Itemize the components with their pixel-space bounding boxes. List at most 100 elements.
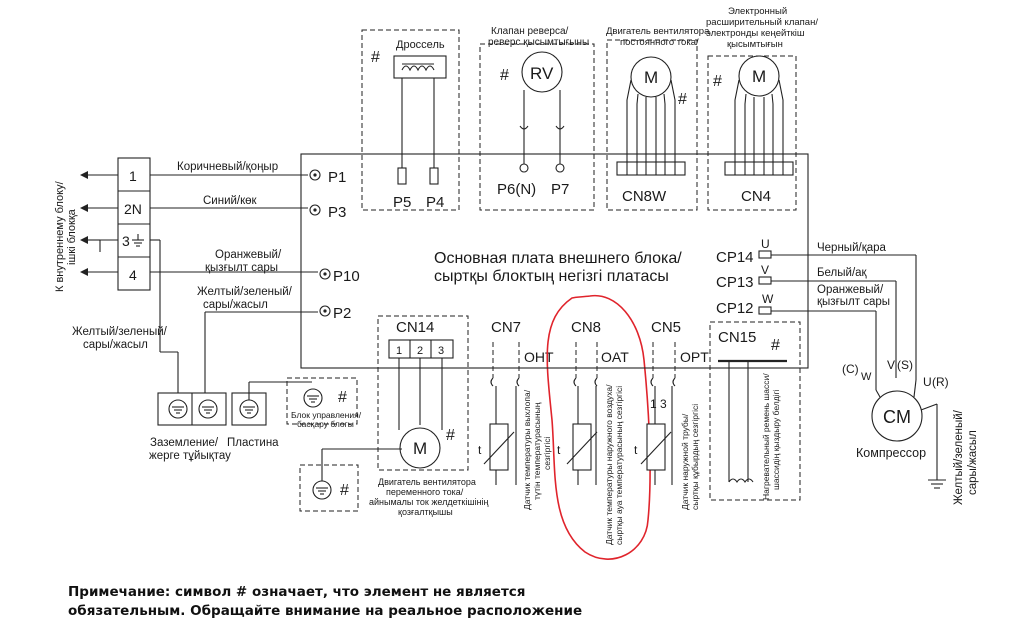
cn15-heater-line1: Нагревательный ремень шасси/ [761, 373, 771, 500]
port-p5: P5 [393, 194, 411, 211]
wire-brown-label: Коричневый/қоңыр [177, 161, 278, 173]
rv-symbol: RV [530, 64, 554, 83]
wire-blue-label: Синий/көк [203, 195, 258, 207]
svg-text:W: W [762, 292, 774, 306]
port-p1: P1 [309, 169, 346, 186]
terminal-3-ground-icon [132, 234, 144, 247]
port-p3: P3 [309, 204, 346, 221]
ac-fan-symbol: M [413, 439, 427, 458]
ground-label-line2: жерге тұйықтау [149, 450, 231, 462]
cn5-thermistor-icon [640, 377, 676, 485]
comp-ground-line2: сары/жасыл [967, 430, 979, 495]
lower-ground-box [299, 464, 359, 512]
comp-w: W [861, 371, 872, 383]
dc-fan-box [606, 39, 698, 211]
ac-fan-motor-icon [398, 358, 443, 469]
wire-yg-left-line1: Желтый/зеленый/ [72, 326, 168, 338]
cn5-tag: OPT [680, 349, 709, 365]
cn4-label: CN4 [741, 188, 771, 205]
cp13-wire: Белый/ақ [817, 267, 868, 279]
comp-v: V [887, 358, 895, 372]
plate-label: Пластина [227, 437, 279, 449]
cn15-heater-icon [718, 359, 787, 483]
control-block-box [286, 377, 358, 425]
compressor-label: Компрессор [856, 446, 926, 460]
ac-fan-box [377, 315, 469, 471]
cn7-label: CN7 [491, 319, 521, 336]
hash-lower-ground: # [340, 482, 349, 499]
port-p2: P2 [319, 305, 351, 322]
cn8-tag: OAT [601, 349, 629, 365]
terminal-2n: 2N [124, 201, 142, 217]
port-p7: P7 [551, 181, 569, 198]
cn7-sensor-line1: Датчик температуры выхлопа/ [522, 389, 532, 510]
plate-ground-icon [239, 399, 259, 419]
cp13: CP13 V [716, 263, 772, 291]
cn5-pins: 1 3 [650, 397, 667, 411]
dc-fan-line1: Двигатель вентилятора [606, 26, 710, 37]
ground-label-line1: Заземление/ [150, 437, 219, 449]
svg-text:U: U [761, 237, 770, 251]
cn14-pin-1: 1 [396, 345, 402, 357]
indoor-label-line1: К внутреннему блоку/ [54, 180, 66, 292]
note-line2: обязательным. Обращайте внимание на реал… [68, 603, 583, 619]
lower-ground-icon [312, 480, 332, 500]
cn15-label: CN15 [718, 329, 756, 346]
port-p6: P6(N) [497, 181, 536, 198]
dc-fan-motor-icon [616, 56, 686, 176]
compressor-icon [871, 379, 946, 489]
cn14-label: CN14 [396, 319, 434, 336]
throttle-coil-icon [393, 55, 447, 185]
svg-text:CP13: CP13 [716, 274, 754, 291]
eev-line4: қысымтығын [727, 39, 783, 50]
terminal-4: 4 [129, 267, 137, 283]
cn8w-label: CN8W [622, 188, 667, 205]
ac-fan-line1: Двигатель вентилятора [378, 477, 476, 487]
svg-text:P3: P3 [328, 204, 346, 221]
footnote: Примечание: символ # означает, что элеме… [68, 583, 582, 621]
terminal-1: 1 [129, 168, 137, 184]
throttle-label: Дроссель [396, 39, 445, 51]
hash-throttle: # [371, 49, 380, 66]
port-p10: P10 [319, 268, 360, 285]
cp12-wire-line2: қызғылт сары [817, 296, 890, 308]
cn8-thermistor-icon [566, 377, 598, 485]
board-title-ru: Основная плата внешнего блока/ [434, 250, 682, 267]
dc-fan-symbol: M [644, 68, 658, 87]
cn7-thermistor-icon [483, 377, 520, 485]
cn8-sensor-line1: Датчик температуры наружного воздуха/ [604, 384, 614, 545]
comp-ground-line1: Желтый/зеленый/ [953, 409, 965, 505]
cn8-t: t [557, 443, 561, 457]
cn8-sensor-line2: сыртқы ауа температурасының сезгіргісі [614, 386, 624, 545]
hash-dc-fan: # [678, 91, 687, 108]
eev-symbol: M [752, 67, 766, 86]
cn7-t: t [478, 443, 482, 457]
board-title-kz: сыртқы блоктың негізгі платасы [434, 268, 669, 285]
cn5-label: CN5 [651, 319, 681, 336]
eev-box [707, 55, 797, 211]
ac-fan-line2: переменного тока/ [386, 487, 464, 497]
hash-cn15: # [771, 337, 780, 354]
comp-c: (C) [842, 362, 859, 376]
eev-line2: расширительный клапан/ [706, 17, 818, 28]
throttle-box [361, 29, 460, 211]
eev-line3: электронды кеңейткіш [706, 28, 805, 39]
cn5-sensor-line1: Датчик наружной трубы/ [680, 413, 690, 510]
svg-text:P1: P1 [328, 169, 346, 186]
cn14-pin-3: 3 [438, 345, 444, 357]
compressor-symbol: CM [883, 407, 911, 427]
cp14: CP14 U [716, 237, 772, 266]
svg-text:CP14: CP14 [716, 249, 754, 266]
cn14-pin-2: 2 [417, 345, 423, 357]
cn5-t: t [634, 443, 638, 457]
wire-yg-line2: сары/жасыл [203, 299, 268, 311]
cn5-sensor-line2: сыртқы құбырдың сезгіргісі [690, 404, 700, 510]
indoor-arrows [80, 171, 118, 276]
control-label-line1: Блок управления/ [291, 410, 362, 420]
hash-control: # [338, 389, 347, 406]
comp-r: (R) [932, 375, 949, 389]
rv-label-line2: реверс қысымтығыны [488, 37, 589, 48]
terminal-3: 3 [122, 233, 130, 249]
cp14-wire: Черный/қара [817, 242, 887, 254]
